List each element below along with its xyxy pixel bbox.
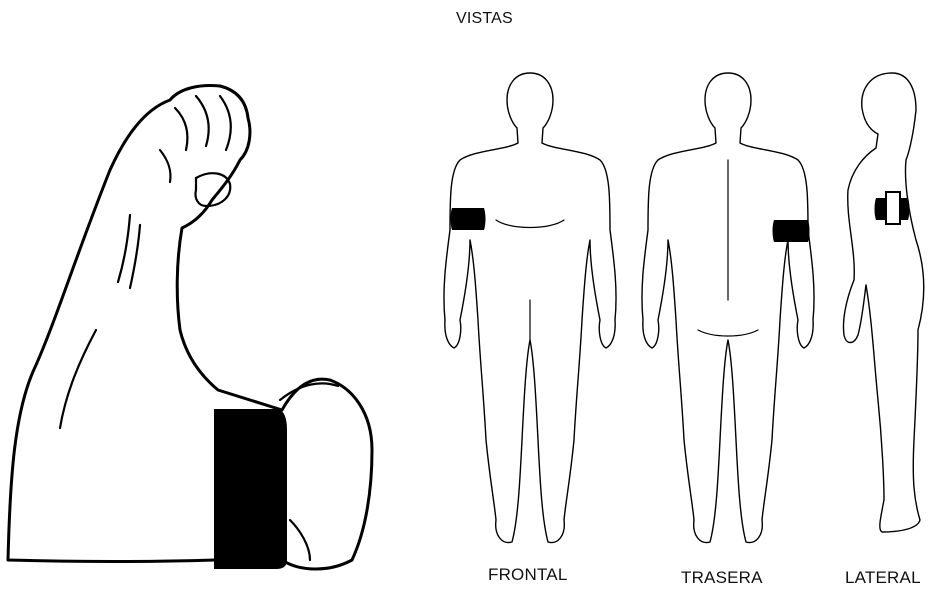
page-title: VISTAS	[456, 10, 513, 28]
figure-front	[444, 73, 616, 543]
view-label-back: TRASERA	[681, 568, 763, 588]
figure-back	[642, 73, 814, 543]
side-device	[886, 192, 900, 224]
flexed-arm-illustration	[8, 86, 372, 569]
back-body-outline	[642, 73, 814, 543]
side-body-outline	[843, 73, 923, 532]
armband	[215, 410, 286, 568]
arm-outline	[8, 86, 372, 569]
back-armband	[773, 220, 810, 242]
front-armband	[451, 208, 486, 230]
view-label-front: FRONTAL	[488, 565, 567, 585]
figure-side	[843, 73, 923, 532]
view-label-side: LATERAL	[845, 568, 921, 588]
